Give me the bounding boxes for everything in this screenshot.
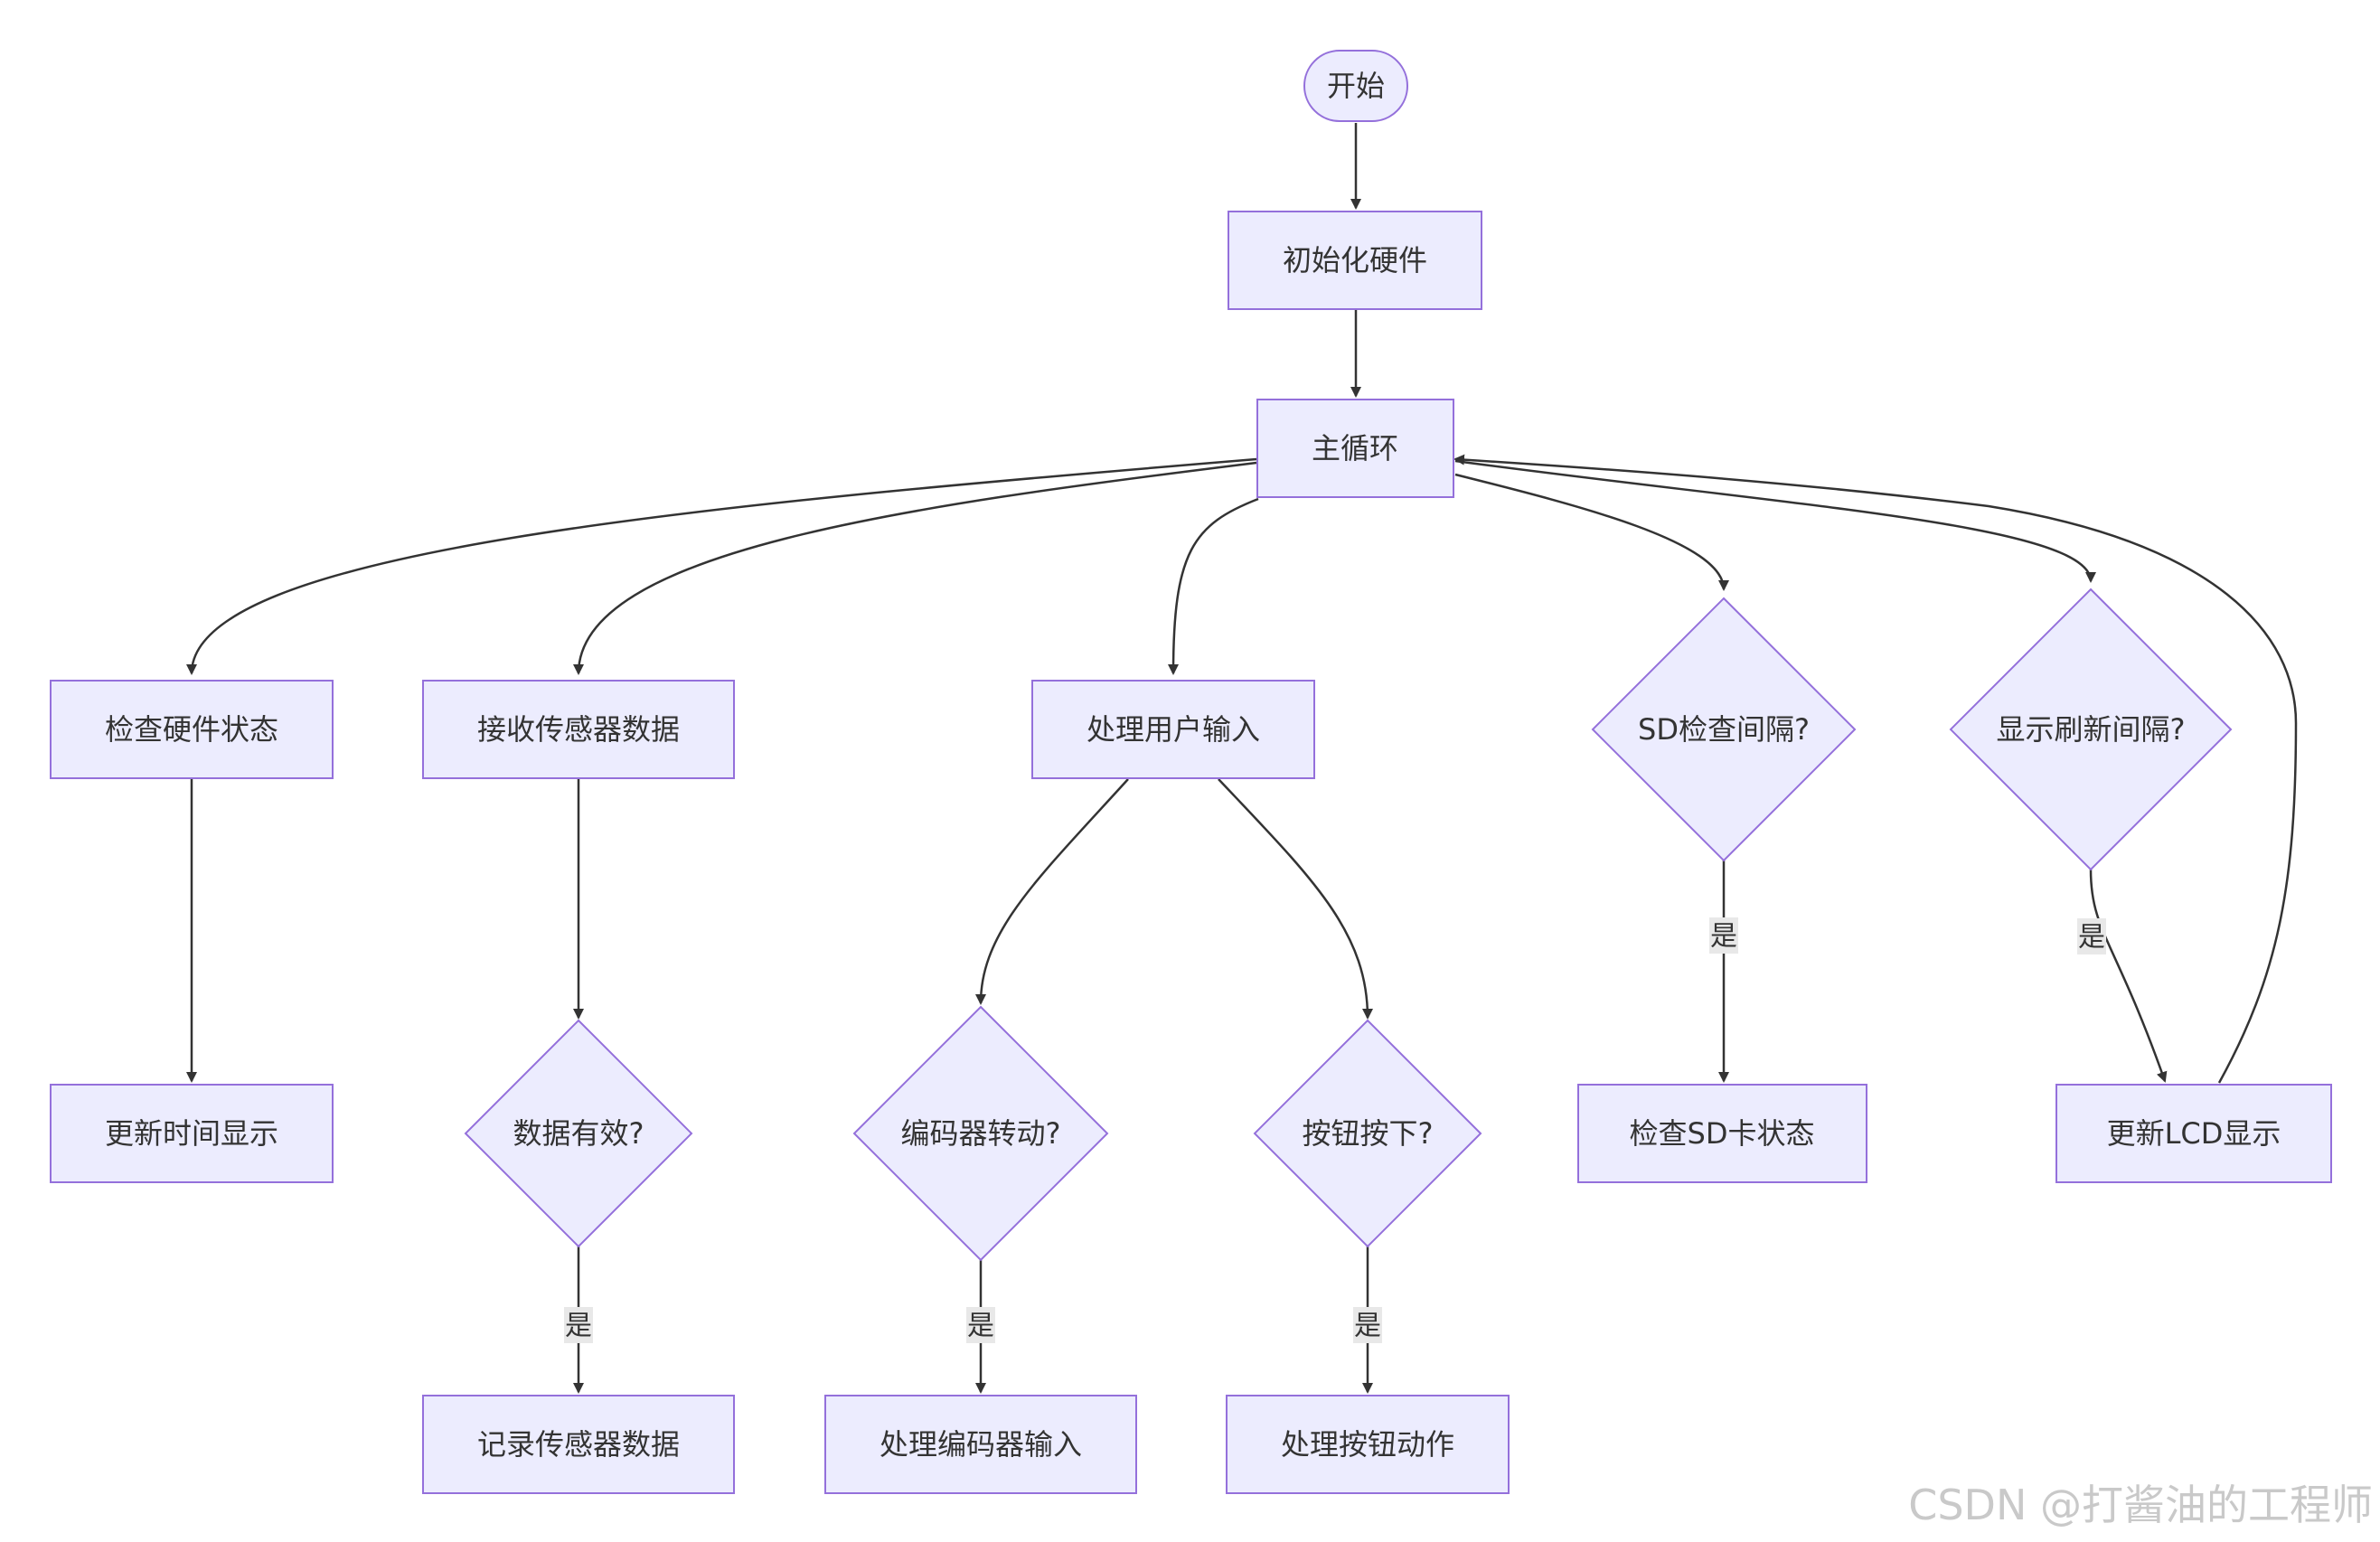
edge-label-disp-yes: 是 (2077, 918, 2106, 954)
node-sd-interval: SD检查间隔? (1591, 597, 1857, 862)
node-check-sd: 检查SD卡状态 (1577, 1084, 1867, 1183)
node-check-hw: 检查硬件状态 (50, 680, 334, 779)
edge-disp-interval-yes-to-update-lcd (2089, 869, 2168, 1083)
node-main-loop: 主循环 (1256, 399, 1454, 498)
edge-main-loop-to-recv-sensor (573, 461, 1257, 675)
node-handle-encoder-label: 处理编码器输入 (880, 1427, 1082, 1462)
edge-label-disp-yes-text: 是 (2078, 922, 2105, 954)
edge-label-sd-yes: 是 (1709, 917, 1738, 954)
node-start-label: 开始 (1327, 69, 1385, 103)
edge-update-lcd-to-main-loop (1453, 454, 2298, 1084)
node-recv-sensor: 接收传感器数据 (422, 680, 735, 779)
node-start: 开始 (1303, 50, 1408, 122)
node-log-sensor-label: 记录传感器数据 (477, 1427, 680, 1462)
nodes: 开始 初始化硬件 主循环 检查硬件状态 接收传感器数据 处理用户输入 更新时间显… (50, 50, 2332, 1494)
node-disp-interval: 显示刷新间隔? (1949, 588, 2233, 871)
node-check-hw-label: 检查硬件状态 (105, 712, 278, 747)
node-update-lcd-label: 更新LCD显示 (2107, 1116, 2281, 1151)
edge-label-button-yes-text: 是 (1354, 1311, 1381, 1342)
watermark-text: CSDN @打酱油的工程师 (1908, 1481, 2373, 1529)
node-handle-button: 处理按钮动作 (1226, 1395, 1510, 1494)
edge-main-loop-to-sd-interval (1454, 473, 1729, 591)
node-check-sd-label: 检查SD卡状态 (1630, 1116, 1815, 1151)
edge-label-data-valid-yes-text: 是 (565, 1311, 592, 1342)
node-handle-encoder: 处理编码器输入 (824, 1395, 1137, 1494)
node-log-sensor: 记录传感器数据 (422, 1395, 735, 1494)
node-encoder-turn-label: 编码器转动? (901, 1116, 1061, 1151)
edge-label-encoder-yes-text: 是 (967, 1311, 994, 1342)
node-button-press-label: 按钮按下? (1303, 1116, 1434, 1151)
node-sd-interval-label: SD检查间隔? (1638, 712, 1810, 747)
node-init-label: 初始化硬件 (1283, 243, 1427, 277)
node-main-loop-label: 主循环 (1312, 431, 1398, 465)
edge-label-encoder-yes: 是 (966, 1307, 995, 1343)
node-button-press: 按钮按下? (1253, 1019, 1482, 1248)
node-recv-sensor-label: 接收传感器数据 (477, 712, 680, 747)
edge-main-loop-to-user-input (1168, 497, 1259, 675)
node-update-time: 更新时间显示 (50, 1084, 334, 1183)
edge-main-loop-to-disp-interval (1454, 459, 2096, 583)
node-encoder-turn: 编码器转动? (852, 1005, 1109, 1262)
edge-label-data-valid-yes: 是 (564, 1307, 593, 1343)
edges (186, 123, 2298, 1394)
node-user-input: 处理用户输入 (1031, 680, 1315, 779)
node-data-valid-label: 数据有效? (513, 1116, 644, 1151)
node-update-lcd: 更新LCD显示 (2055, 1084, 2332, 1183)
edge-label-sd-yes-text: 是 (1710, 921, 1737, 953)
node-update-time-label: 更新时间显示 (105, 1116, 278, 1151)
edge-user-input-to-button-press (1218, 778, 1373, 1020)
edge-user-input-to-encoder-turn (975, 778, 1129, 1005)
edge-labels: 是 是 是 是 是 (564, 917, 2106, 1343)
node-handle-button-label: 处理按钮动作 (1281, 1427, 1454, 1462)
node-user-input-label: 处理用户输入 (1087, 712, 1260, 747)
node-disp-interval-label: 显示刷新间隔? (1997, 712, 2186, 747)
edge-main-loop-to-check-hw (186, 457, 1257, 675)
node-init: 初始化硬件 (1228, 211, 1482, 310)
edge-label-button-yes: 是 (1353, 1307, 1382, 1343)
node-data-valid: 数据有效? (464, 1019, 693, 1248)
